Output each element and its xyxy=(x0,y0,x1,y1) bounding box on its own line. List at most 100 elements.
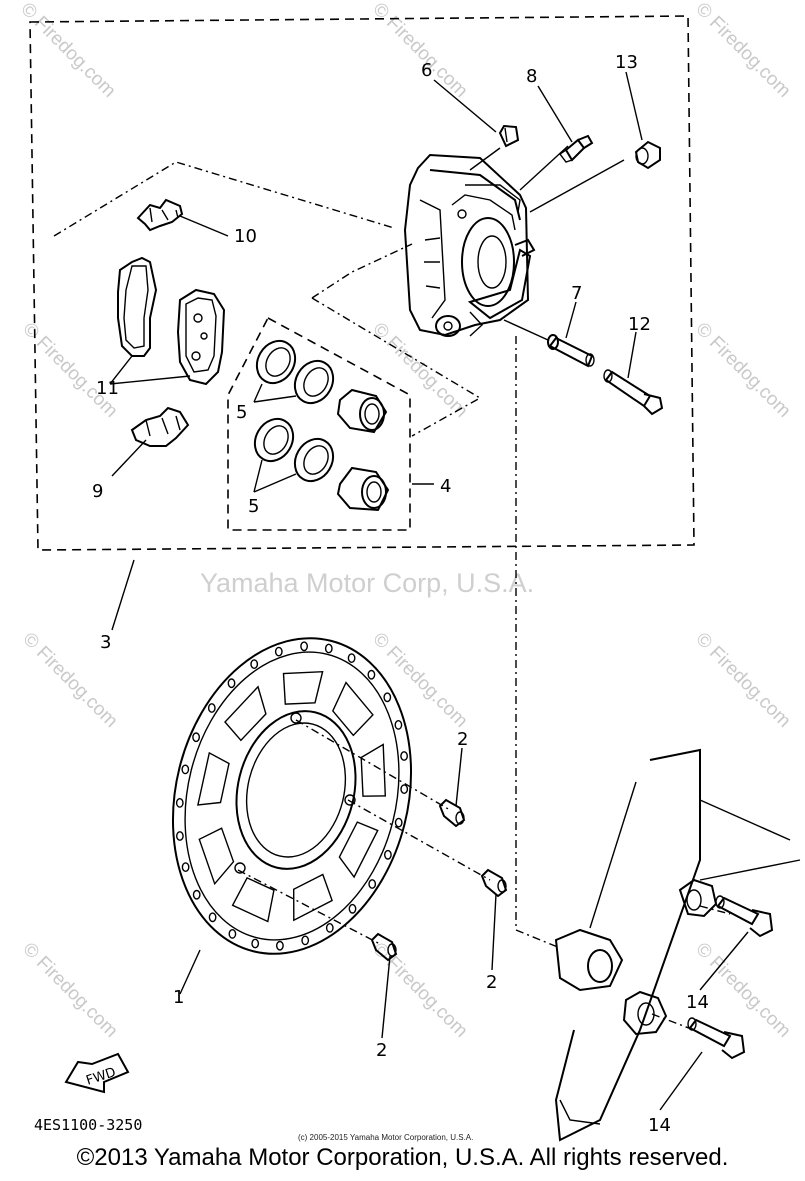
disc-hole xyxy=(368,879,377,889)
disc-hole xyxy=(300,641,308,652)
pad-support-clip xyxy=(130,406,190,447)
bleed-screw xyxy=(558,134,594,163)
disc-hole xyxy=(251,938,260,949)
disc-hole xyxy=(175,831,184,841)
disc-hole xyxy=(181,862,190,872)
disc-hole xyxy=(324,643,333,654)
disc-hole xyxy=(175,798,184,808)
watermark-text: © Firedog.com xyxy=(691,0,794,102)
center-watermark: Yamaha Motor Corp, U.S.A. xyxy=(200,568,534,598)
watermarks: © Firedog.com © Firedog.com © Firedog.co… xyxy=(16,0,794,1042)
callout-9: 9 xyxy=(92,481,103,502)
disc-hole xyxy=(227,678,236,689)
disc-window xyxy=(224,685,267,742)
disc-hole xyxy=(347,653,356,663)
disc-window xyxy=(282,670,324,705)
axle-bolts xyxy=(687,895,774,1060)
callout-2c: 2 xyxy=(376,1040,387,1061)
disc-hole xyxy=(275,940,284,951)
axle-bolt xyxy=(687,1017,746,1060)
disc-window xyxy=(197,751,230,806)
brake-pads xyxy=(117,256,226,386)
callout-5a: 5 xyxy=(236,402,247,423)
disc-bolt xyxy=(370,932,398,962)
disc-hole xyxy=(181,764,190,775)
disc-hole xyxy=(228,929,237,939)
pad-pin xyxy=(547,334,595,368)
disc-window xyxy=(338,821,379,879)
piston xyxy=(336,466,390,512)
disc-window xyxy=(231,876,275,923)
disc-hole xyxy=(274,646,283,657)
caliper-bolt xyxy=(603,369,664,416)
callout-10: 10 xyxy=(234,226,257,247)
callout-7: 7 xyxy=(571,283,582,304)
callout-8: 8 xyxy=(526,66,537,87)
small-copyright: (c) 2005-2015 Yamaha Motor Corporation, … xyxy=(298,1133,473,1142)
disc-hole xyxy=(400,784,409,794)
disc-window xyxy=(292,873,333,922)
watermark-text: © Firedog.com xyxy=(691,629,794,732)
diagram-code: 4ES1100-3250 xyxy=(34,1116,142,1134)
callout-13: 13 xyxy=(615,52,638,73)
disc-window xyxy=(331,681,374,737)
disc-hole xyxy=(367,669,376,680)
watermark-text: © Firedog.com xyxy=(18,939,121,1042)
disc-hole xyxy=(394,720,403,730)
disc-windows xyxy=(197,670,387,923)
disc-bolt xyxy=(480,868,508,898)
caliper-assembly-box xyxy=(29,15,695,551)
brake-disc xyxy=(171,637,413,955)
callout-5b: 5 xyxy=(248,496,259,517)
callout-6: 6 xyxy=(421,60,432,81)
seal xyxy=(293,437,335,483)
watermark-text: © Firedog.com xyxy=(368,0,471,102)
callout-4: 4 xyxy=(440,476,451,497)
callout-1: 1 xyxy=(173,987,184,1008)
callouts: 6 8 13 10 7 12 11 5 9 4 5 3 2 2 1 14 2 1… xyxy=(92,52,709,1136)
brake-caliper xyxy=(403,153,536,337)
front-fork xyxy=(554,748,801,1142)
disc-hole xyxy=(348,903,357,914)
leader-lines xyxy=(109,71,749,1111)
watermark-text: © Firedog.com xyxy=(368,629,471,732)
disc-hole xyxy=(192,889,201,900)
pad-spring-clip xyxy=(136,198,184,232)
disc-hole xyxy=(400,751,408,761)
seal xyxy=(253,417,295,463)
callout-12: 12 xyxy=(628,314,651,335)
piston-seals xyxy=(253,339,335,483)
watermark-text: © Firedog.com xyxy=(691,939,794,1042)
disc-window xyxy=(198,827,235,886)
disc-hole xyxy=(325,923,334,933)
footer-copyright: ©2013 Yamaha Motor Corporation, U.S.A. A… xyxy=(76,1144,729,1171)
callout-14b: 14 xyxy=(648,1115,671,1136)
callout-3: 3 xyxy=(100,632,111,653)
dust-cap xyxy=(634,140,661,170)
disc-window xyxy=(360,743,387,797)
callout-14a: 14 xyxy=(686,992,709,1013)
callout-11: 11 xyxy=(96,378,119,399)
forward-arrow-icon: FWD xyxy=(64,1052,130,1094)
disc-hole xyxy=(383,692,392,703)
disc-hole xyxy=(208,912,217,923)
callout-2a: 2 xyxy=(457,729,468,750)
bleed-cap xyxy=(498,124,520,148)
disc-bolts xyxy=(370,798,508,962)
disc-holes xyxy=(175,641,409,951)
disc-bolt xyxy=(438,798,466,828)
disc-hole xyxy=(383,849,392,860)
watermark-text: © Firedog.com xyxy=(691,319,794,422)
seal xyxy=(293,359,335,405)
disc-hole xyxy=(301,935,310,946)
piston xyxy=(336,388,388,434)
callout-2b: 2 xyxy=(486,972,497,993)
pistons xyxy=(336,388,390,512)
axle-bolt xyxy=(715,895,774,938)
disc-hole xyxy=(394,817,403,828)
seal xyxy=(255,339,297,385)
watermark-text: © Firedog.com xyxy=(16,0,119,102)
disc-hole xyxy=(207,703,216,713)
fwd-label: FWD xyxy=(84,1065,117,1089)
